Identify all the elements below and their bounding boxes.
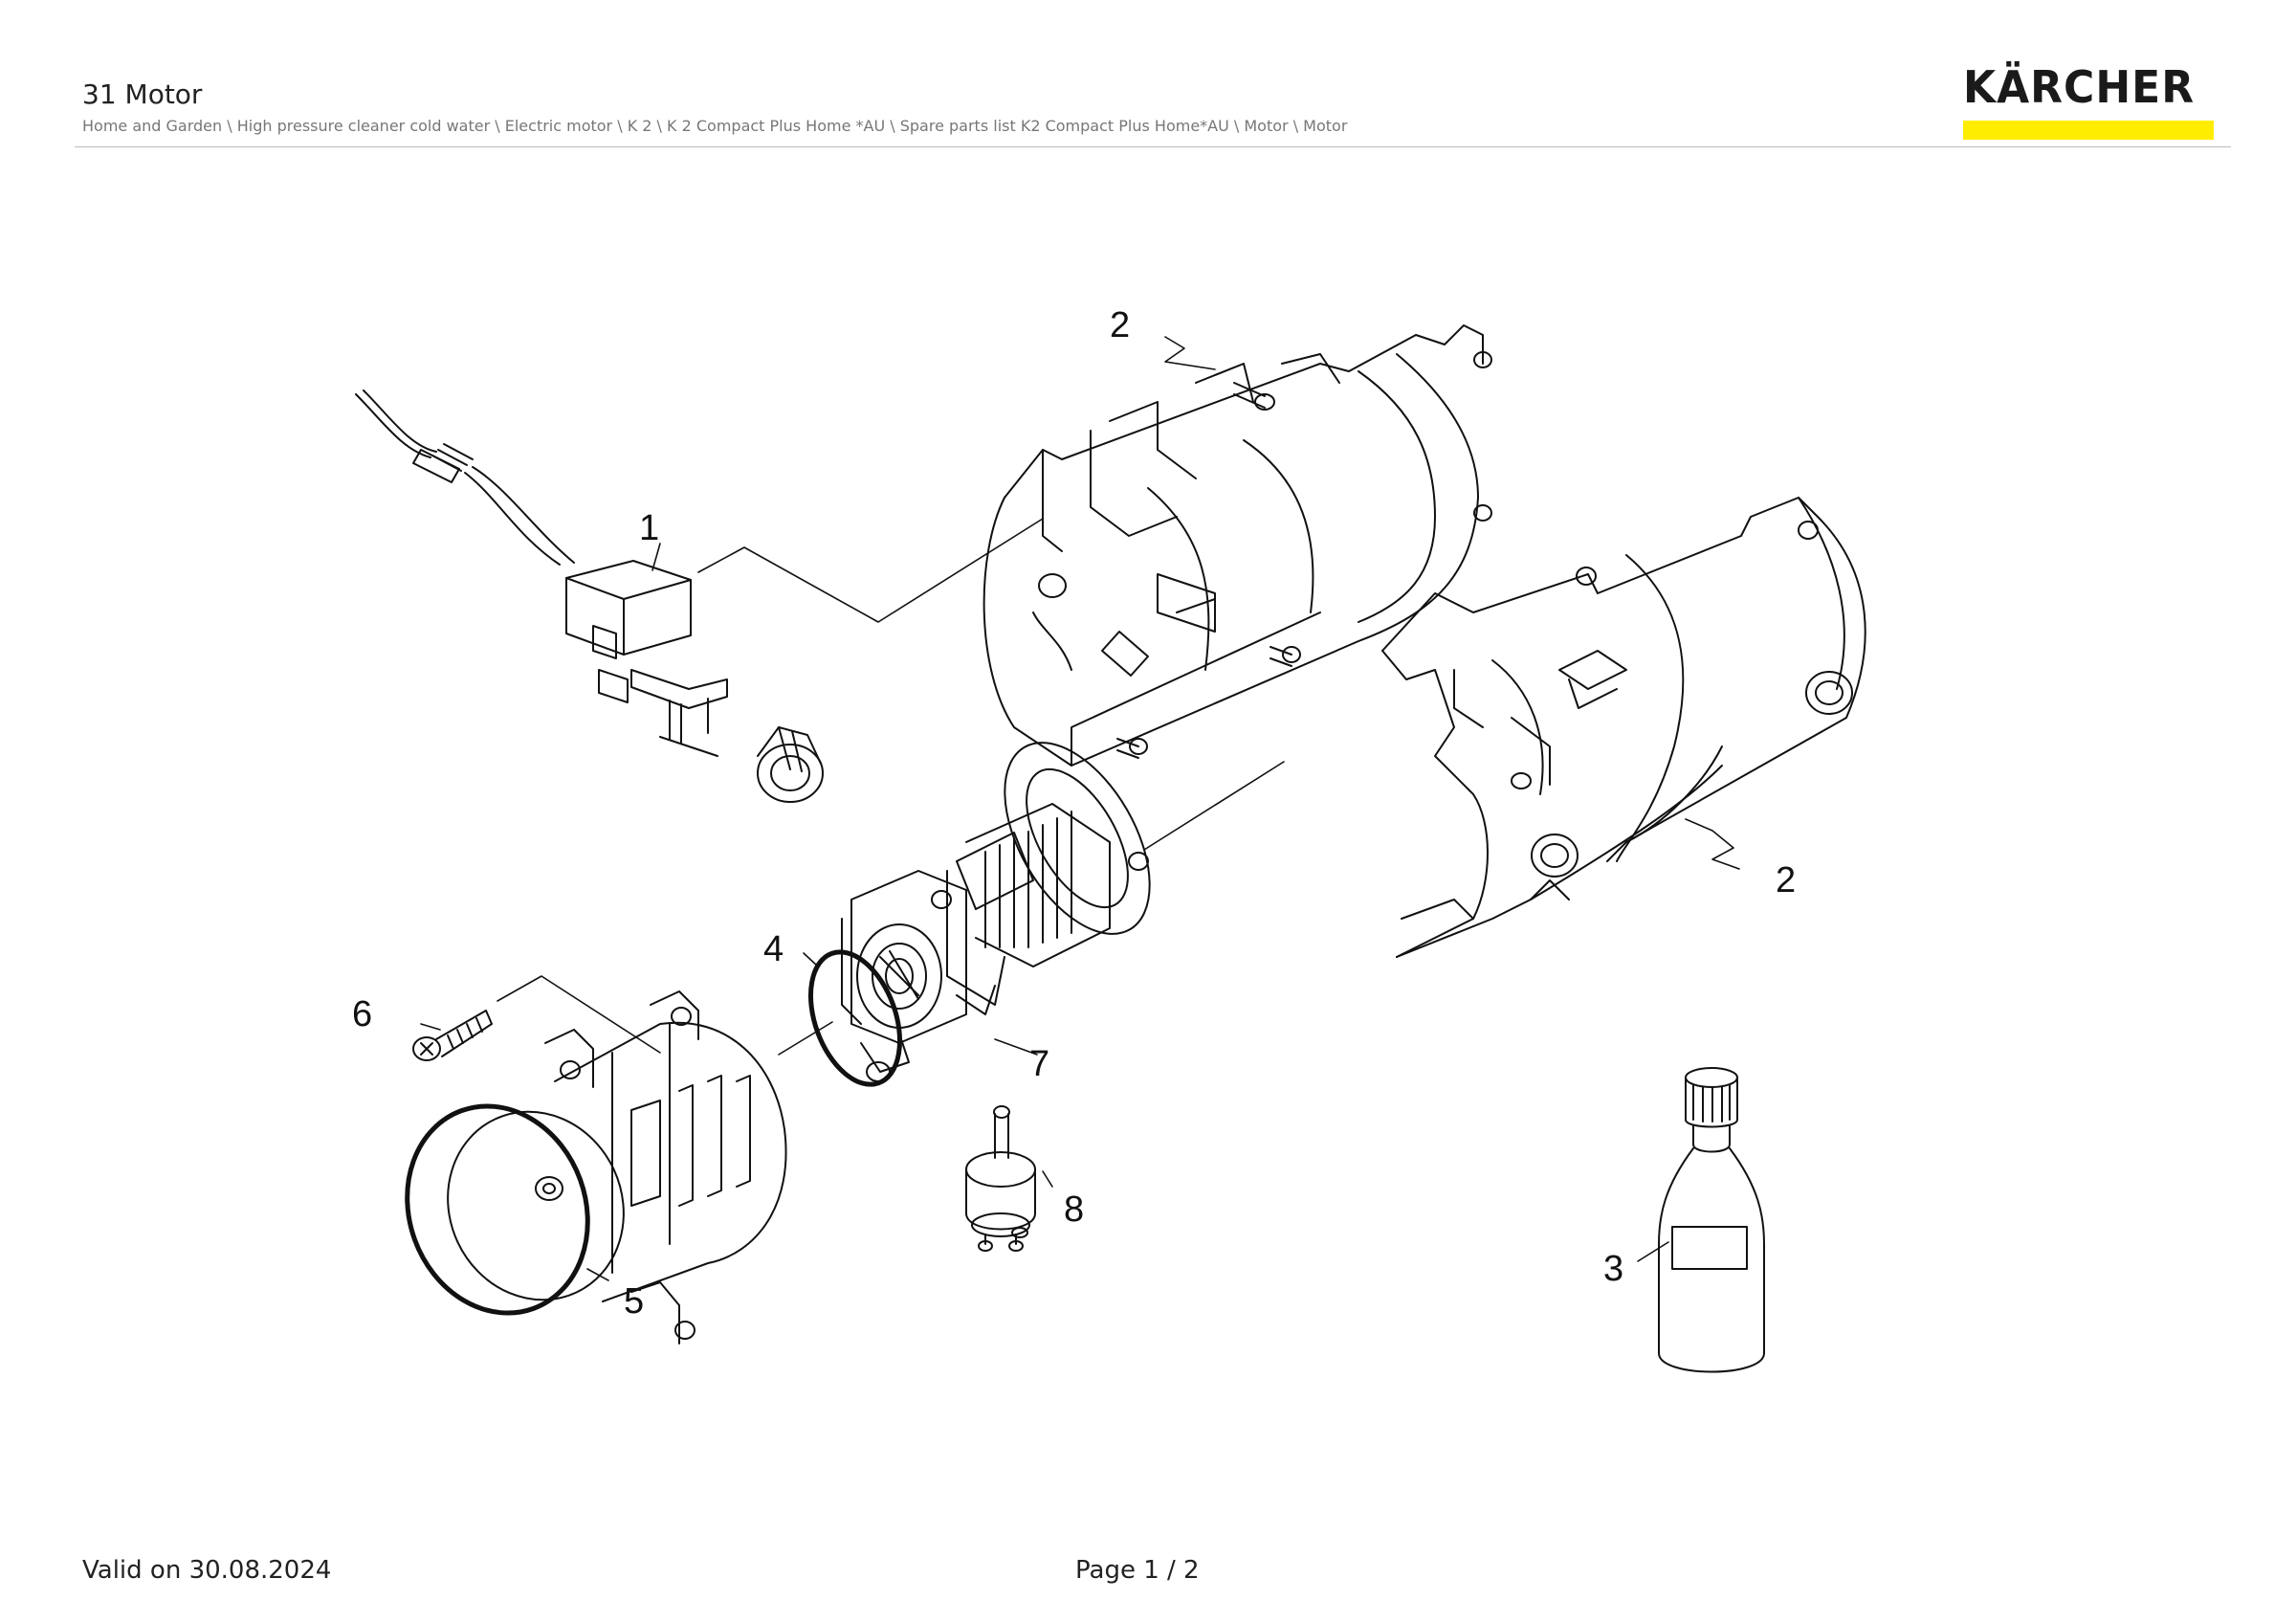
- callout-8: 8: [1064, 1189, 1084, 1230]
- callout-2-upper: 2: [1110, 305, 1130, 345]
- part-1-switch-with-cable: [355, 389, 824, 803]
- callout-1: 1: [639, 508, 659, 548]
- part-2-housing-lower: [1381, 497, 1866, 958]
- callout-4: 4: [763, 929, 784, 969]
- valid-date: Valid on 30.08.2024: [82, 1556, 332, 1585]
- part-2-housing-upper: [982, 324, 1492, 767]
- logo-wordmark: KÄRCHER: [1963, 61, 2196, 114]
- callout-5: 5: [624, 1281, 644, 1322]
- callout-6: 6: [352, 994, 372, 1034]
- part-4-o-ring: [807, 949, 903, 1087]
- callout-3: 3: [1603, 1249, 1623, 1289]
- page-title: 31 Motor: [82, 78, 203, 110]
- callout-labels: 1 2 2 3 4 5 6 7 8: [352, 305, 1796, 1322]
- logo-yellow-bar: [1963, 121, 2214, 140]
- page-number: Page 1 / 2: [1075, 1556, 1200, 1585]
- leader-lines: [420, 336, 1740, 1281]
- callout-2-lower: 2: [1776, 860, 1796, 900]
- breadcrumb: Home and Garden \ High pressure cleaner …: [82, 117, 1348, 135]
- karcher-logo: KÄRCHER: [1963, 61, 2214, 140]
- header-divider: [75, 146, 2231, 147]
- part-5-flange-cover: [405, 990, 787, 1345]
- callout-7: 7: [1029, 1044, 1049, 1084]
- part-7-motor: [841, 742, 1151, 1082]
- part-8-rubber-foot: [965, 1105, 1036, 1252]
- page-header: 31 Motor Home and Garden \ High pressure…: [82, 77, 1347, 135]
- part-6-screw: [412, 1010, 493, 1061]
- part-3-oil-bottle: [1658, 1067, 1765, 1373]
